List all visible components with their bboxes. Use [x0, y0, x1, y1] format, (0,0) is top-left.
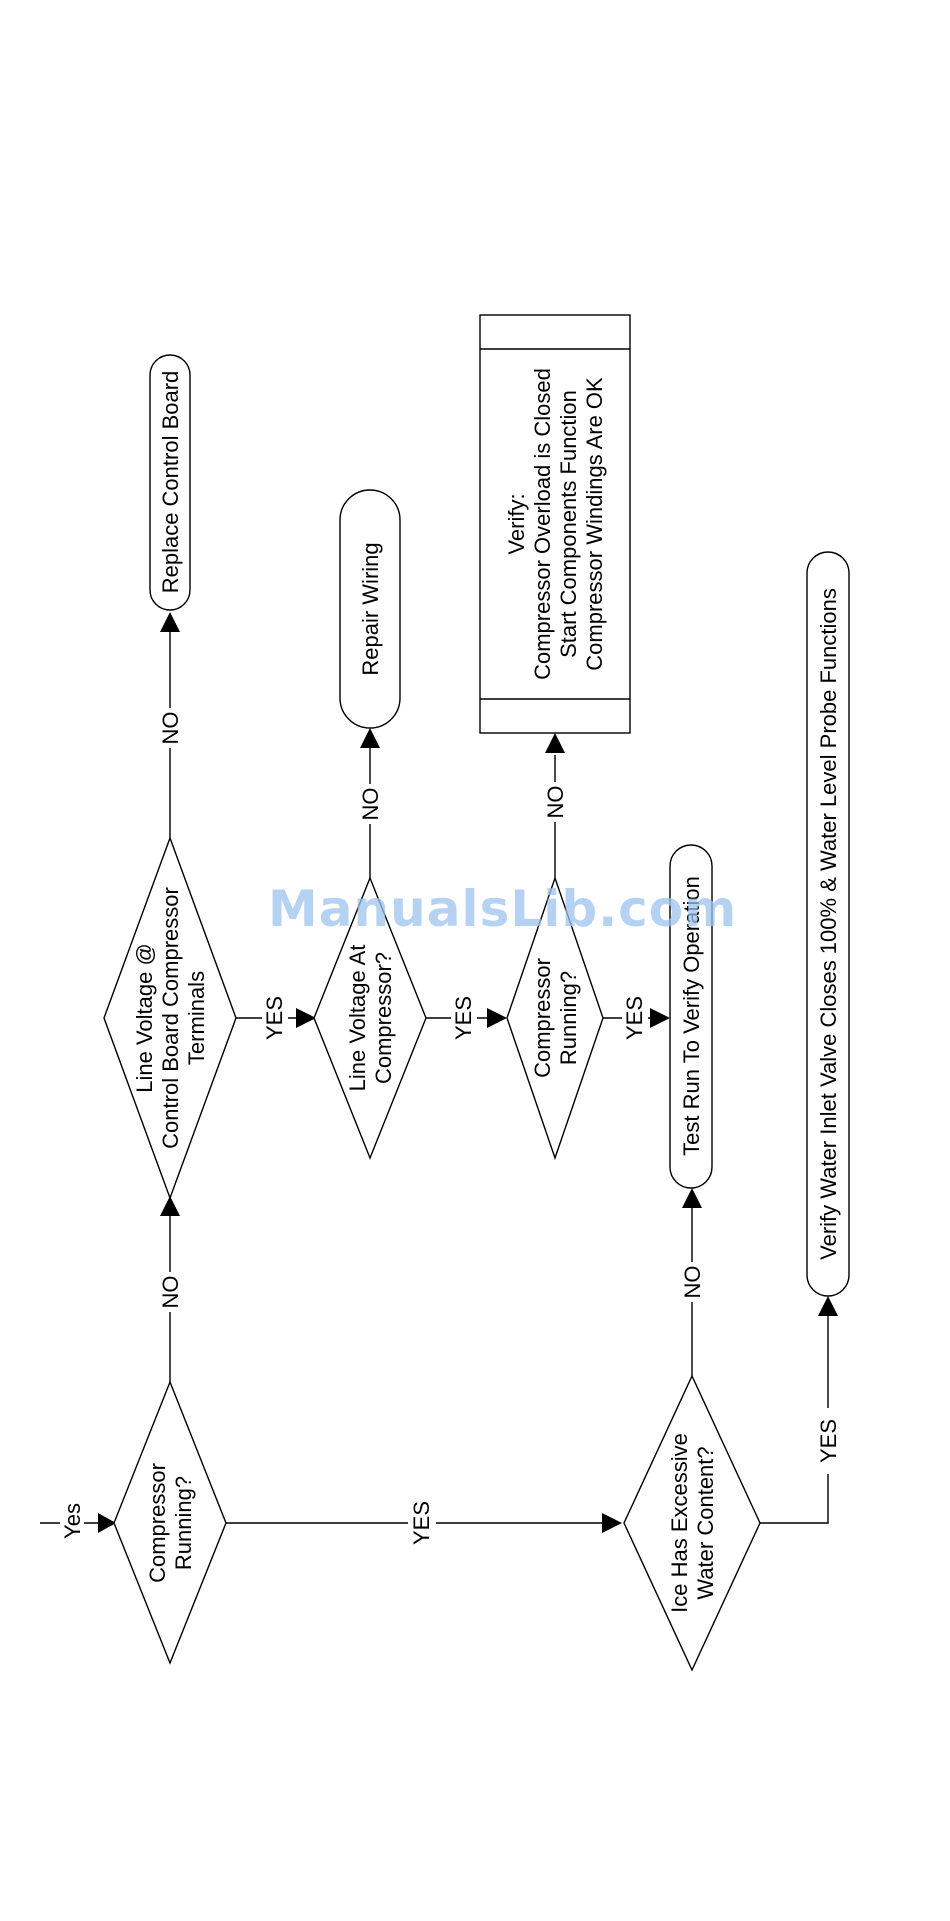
node-text-line: Line Voltage At — [345, 945, 370, 1092]
node-text-line: Running? — [171, 1476, 196, 1570]
label-ice-no: NO — [680, 1266, 705, 1299]
node-text: Repair Wiring — [358, 542, 383, 675]
node-text: Verify:Compressor Overload is ClosedStar… — [504, 368, 607, 680]
node-text: Replace Control Board — [158, 371, 183, 594]
node-text-line: Running? — [556, 971, 581, 1065]
node-text: CompressorRunning? — [530, 958, 581, 1078]
node-text: Line Voltage @Control Board CompressorTe… — [132, 887, 209, 1149]
label-cr1-no: NO — [158, 1276, 183, 1309]
arrow-to-verify — [545, 733, 565, 753]
node-compressor-running-2: CompressorRunning? — [506, 875, 604, 1161]
node-text-line: Ice Has Excessive — [667, 1433, 692, 1613]
edge-labels: Yes NO NO YES NO YES NO YES YES NO YES — [60, 708, 842, 1556]
node-test-run: Test Run To Verify Operation — [669, 844, 713, 1189]
node-text-line: Water Content? — [693, 1446, 718, 1599]
node-verify-box: Verify:Compressor Overload is ClosedStar… — [479, 314, 631, 734]
node-text-line: Test Run To Verify Operation — [679, 876, 704, 1156]
arrow-to-lva — [296, 1008, 316, 1028]
label-ice-yes: YES — [816, 1419, 841, 1463]
node-compressor-running-1: CompressorRunning? — [113, 1380, 227, 1665]
node-text: Verify Water Inlet Valve Closes 100% & W… — [816, 588, 841, 1260]
node-verify-water-inlet: Verify Water Inlet Valve Closes 100% & W… — [806, 551, 850, 1297]
node-text-line: Compressor Overload is Closed — [530, 368, 555, 680]
node-ice-excessive-water: Ice Has ExcessiveWater Content? — [623, 1374, 761, 1672]
arrowheads — [98, 612, 838, 1533]
label-cr1-yes: YES — [409, 1501, 434, 1545]
node-text: Ice Has ExcessiveWater Content? — [667, 1433, 718, 1613]
arrow-entry — [98, 1513, 116, 1533]
node-text-line: Compressor — [145, 1463, 170, 1583]
node-line-voltage-control-board: Line Voltage @Control Board CompressorTe… — [103, 835, 237, 1201]
node-repair-wiring: Repair Wiring — [339, 489, 401, 729]
label-lv-yes: YES — [262, 996, 287, 1040]
arrow-to-cr2 — [487, 1008, 507, 1028]
node-text: Test Run To Verify Operation — [679, 876, 704, 1156]
arrow-to-verify-water — [818, 1296, 838, 1316]
arrow-to-lv — [160, 1196, 180, 1216]
node-text-line: Line Voltage @ — [132, 943, 157, 1093]
watermark-text: ManualsLib.com — [268, 880, 738, 938]
node-text-line: Start Components Function — [556, 390, 581, 658]
node-text-line: Verify: — [504, 493, 529, 554]
label-cr2-yes: YES — [622, 996, 647, 1040]
line-ice-to-verify-water — [760, 1312, 829, 1524]
label-cr2-no: NO — [543, 786, 568, 819]
label-lva-yes: YES — [451, 996, 476, 1040]
node-text-line: Compressor Windings Are OK — [582, 377, 607, 671]
node-text-line: Replace Control Board — [158, 371, 183, 594]
label-entry-yes: Yes — [60, 1503, 85, 1539]
arrow-to-testrun — [650, 1008, 670, 1028]
node-text-line: Repair Wiring — [358, 542, 383, 675]
node-text-line: Terminals — [184, 971, 209, 1065]
arrow-to-repair — [360, 728, 380, 748]
node-line-voltage-at-compressor: Line Voltage AtCompressor? — [313, 876, 427, 1160]
node-text-line: Verify Water Inlet Valve Closes 100% & W… — [816, 588, 841, 1260]
node-replace-control-board: Replace Control Board — [149, 354, 191, 611]
label-lva-no: NO — [358, 788, 383, 821]
node-text-line: Compressor — [530, 958, 555, 1078]
arrow-ice-to-testrun — [682, 1188, 702, 1208]
node-text: CompressorRunning? — [145, 1463, 196, 1583]
node-text-line: Compressor? — [371, 952, 396, 1084]
arrow-to-replace — [160, 612, 180, 632]
arrow-to-ice — [602, 1513, 622, 1533]
node-text-line: Control Board Compressor — [158, 887, 183, 1149]
label-lv-no: NO — [158, 712, 183, 745]
node-text: Line Voltage AtCompressor? — [345, 945, 396, 1092]
